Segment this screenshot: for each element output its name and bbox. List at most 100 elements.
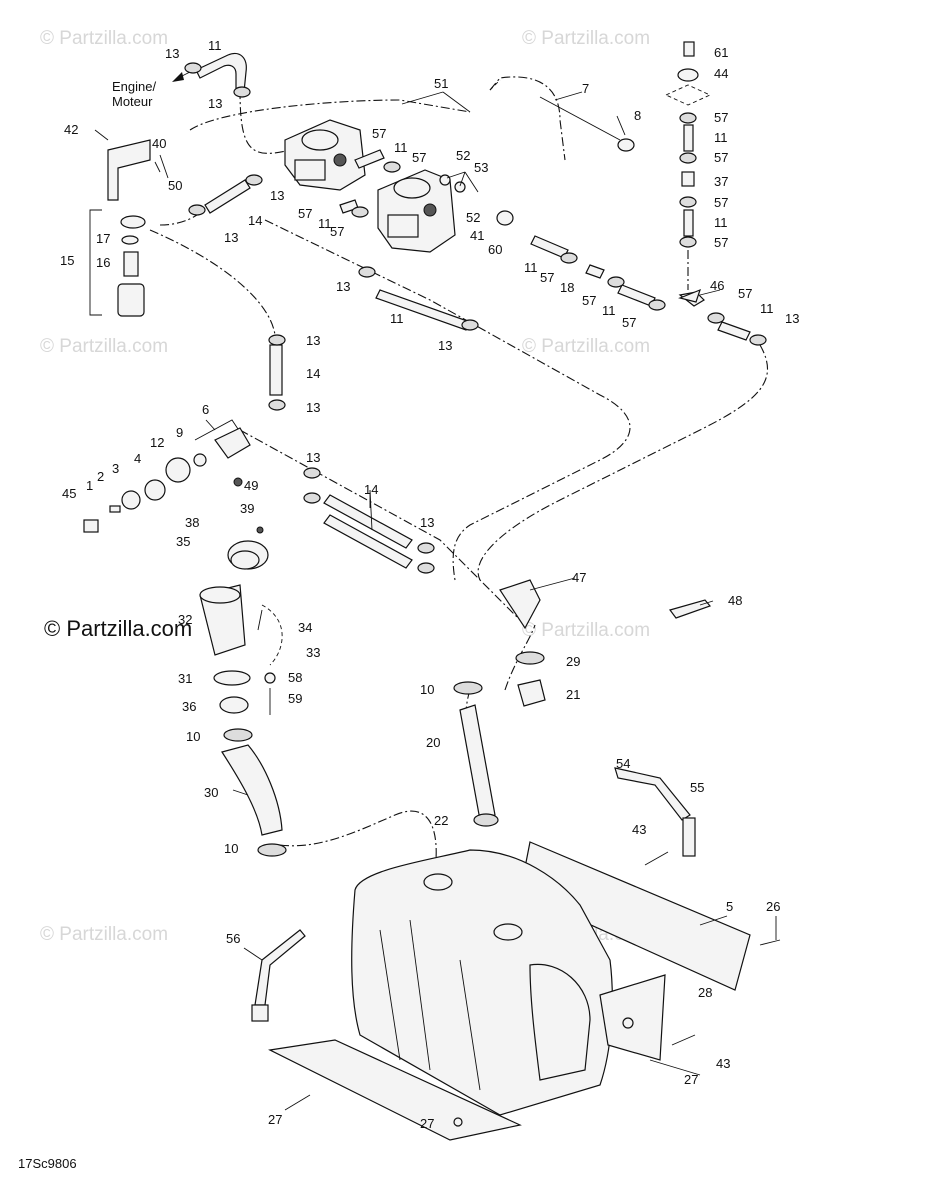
callout-20: 20 xyxy=(426,735,440,750)
callout-57-h: 57 xyxy=(714,235,728,250)
callout-13-d: 13 xyxy=(224,230,238,245)
callout-14-c: 14 xyxy=(364,482,378,497)
hose-routing xyxy=(149,76,769,871)
callout-10-b: 10 xyxy=(186,729,200,744)
callout-46: 46 xyxy=(710,278,724,293)
callout-5: 5 xyxy=(726,899,733,914)
callout-3: 3 xyxy=(112,461,119,476)
callout-13-e: 13 xyxy=(336,279,350,294)
callout-58: 58 xyxy=(288,670,302,685)
callout-30: 30 xyxy=(204,785,218,800)
callout-29: 29 xyxy=(566,654,580,669)
callout-17: 17 xyxy=(96,231,110,246)
callout-13-c: 13 xyxy=(270,188,284,203)
callout-57-k: 57 xyxy=(582,293,596,308)
callout-35: 35 xyxy=(176,534,190,549)
callout-57-j: 57 xyxy=(738,286,752,301)
bracket-42 xyxy=(107,139,169,201)
fitting-stack xyxy=(664,41,712,307)
callout-52-a: 52 xyxy=(456,148,470,163)
watermark-mid-left: © Partzilla.com xyxy=(40,336,168,357)
callout-6: 6 xyxy=(202,402,209,417)
supports-27 xyxy=(268,974,696,1141)
callout-57-b: 57 xyxy=(412,150,426,165)
callout-13-f: 13 xyxy=(785,311,799,326)
callout-11-h: 11 xyxy=(760,301,774,316)
strap-56 xyxy=(251,929,306,1022)
callout-48: 48 xyxy=(728,593,742,608)
callout-43-a: 43 xyxy=(632,822,646,837)
watermark-bottom-left: © Partzilla.com xyxy=(40,924,168,945)
callout-12: 12 xyxy=(150,435,164,450)
callout-11-c: 11 xyxy=(714,130,728,145)
strap-bracket-54 xyxy=(614,767,696,866)
callout-50: 50 xyxy=(168,178,182,193)
callout-11-g: 11 xyxy=(602,303,616,318)
callout-21: 21 xyxy=(566,687,580,702)
drawing-code: 17Sc9806 xyxy=(18,1156,77,1171)
callout-49: 49 xyxy=(244,478,258,493)
callout-31: 31 xyxy=(178,671,192,686)
callout-14-b: 14 xyxy=(306,366,320,381)
strap-48 xyxy=(668,599,712,619)
sender-tube xyxy=(453,651,546,827)
callout-7: 7 xyxy=(582,81,589,96)
watermark-top-right: © Partzilla.com xyxy=(522,28,650,49)
callout-61: 61 xyxy=(714,45,728,60)
callout-15: 15 xyxy=(60,253,74,268)
callout-13-a: 13 xyxy=(165,46,179,61)
watermark-top-left: © Partzilla.com xyxy=(40,28,168,49)
watermark-mid-right: © Partzilla.com xyxy=(522,336,650,357)
callout-26: 26 xyxy=(766,899,780,914)
callout-59: 59 xyxy=(288,691,302,706)
choke-cable xyxy=(489,79,635,152)
callout-10-a: 10 xyxy=(420,682,434,697)
watermark-lower-right: © Partzilla.com xyxy=(522,620,650,641)
callout-33: 33 xyxy=(306,645,320,660)
callout-22: 22 xyxy=(434,813,448,828)
callout-45: 45 xyxy=(62,486,76,501)
callout-11-f: 11 xyxy=(524,260,538,275)
clamps xyxy=(184,62,767,574)
callout-57-g: 57 xyxy=(714,195,728,210)
callout-57-d: 57 xyxy=(714,150,728,165)
callout-9: 9 xyxy=(176,425,183,440)
callout-57-c: 57 xyxy=(714,110,728,125)
callout-8: 8 xyxy=(634,108,641,123)
callout-11-b: 11 xyxy=(394,140,408,155)
callout-13-b: 13 xyxy=(208,96,222,111)
callout-55: 55 xyxy=(690,780,704,795)
callout-41: 41 xyxy=(470,228,484,243)
callout-43-b: 43 xyxy=(716,1056,730,1071)
callout-38: 38 xyxy=(185,515,199,530)
callout-60: 60 xyxy=(488,242,502,257)
callout-13-g: 13 xyxy=(438,338,452,353)
callout-44: 44 xyxy=(714,66,728,81)
callout-37: 37 xyxy=(714,174,728,189)
callout-32: 32 xyxy=(178,612,192,627)
engine-label-line1: Engine/ xyxy=(112,79,156,94)
petcock-assembly xyxy=(83,419,251,533)
callout-39: 39 xyxy=(240,501,254,516)
callout-4: 4 xyxy=(134,451,141,466)
callout-27-c: 27 xyxy=(420,1116,434,1131)
elbow-hose-top xyxy=(195,52,247,93)
callout-11-d: 11 xyxy=(318,216,332,231)
callout-57-f: 57 xyxy=(330,224,344,239)
callout-18: 18 xyxy=(560,280,574,295)
callout-13-k: 13 xyxy=(420,515,434,530)
callout-57-e: 57 xyxy=(298,206,312,221)
filter-assembly xyxy=(89,209,146,317)
callout-27-b: 27 xyxy=(268,1112,282,1127)
callout-13-j: 13 xyxy=(306,450,320,465)
callout-13-h: 13 xyxy=(306,333,320,348)
guard-47 xyxy=(499,579,541,630)
callout-11-e: 11 xyxy=(714,215,728,230)
callout-2: 2 xyxy=(97,469,104,484)
callout-42: 42 xyxy=(64,122,78,137)
callout-36: 36 xyxy=(182,699,196,714)
connector-hoses xyxy=(204,149,751,569)
watermark-main: © Partzilla.com xyxy=(44,616,192,641)
